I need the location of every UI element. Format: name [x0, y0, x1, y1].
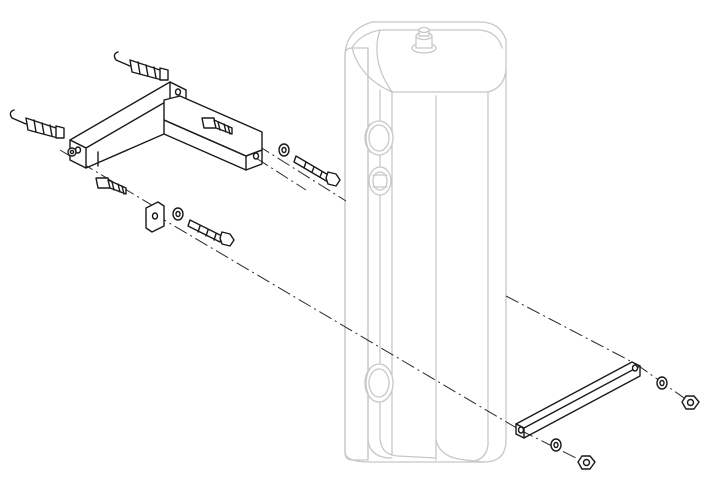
lower-mounting-strap [515, 361, 641, 439]
water-tank [344, 21, 507, 463]
hex-bolt-2 [187, 219, 235, 247]
bracket-plate [145, 201, 165, 233]
washer-2 [172, 207, 184, 221]
screw-1 [201, 117, 233, 135]
washer-4 [550, 438, 562, 452]
hex-bolt-1 [293, 155, 341, 187]
wall-anchor-plug-2 [9, 109, 77, 157]
wall-bracket [69, 81, 263, 171]
tank-lower-port [364, 363, 394, 403]
screw-2 [95, 177, 127, 195]
washer-3 [656, 376, 668, 390]
tank-top-fitting [411, 26, 437, 54]
hex-nut-1 [681, 395, 700, 410]
hex-nut-2 [577, 455, 596, 470]
tank-upper-port [364, 120, 394, 156]
wall-anchor-plug-1 [113, 51, 169, 81]
washer-1 [278, 143, 290, 157]
tank-middle-port [368, 166, 392, 196]
